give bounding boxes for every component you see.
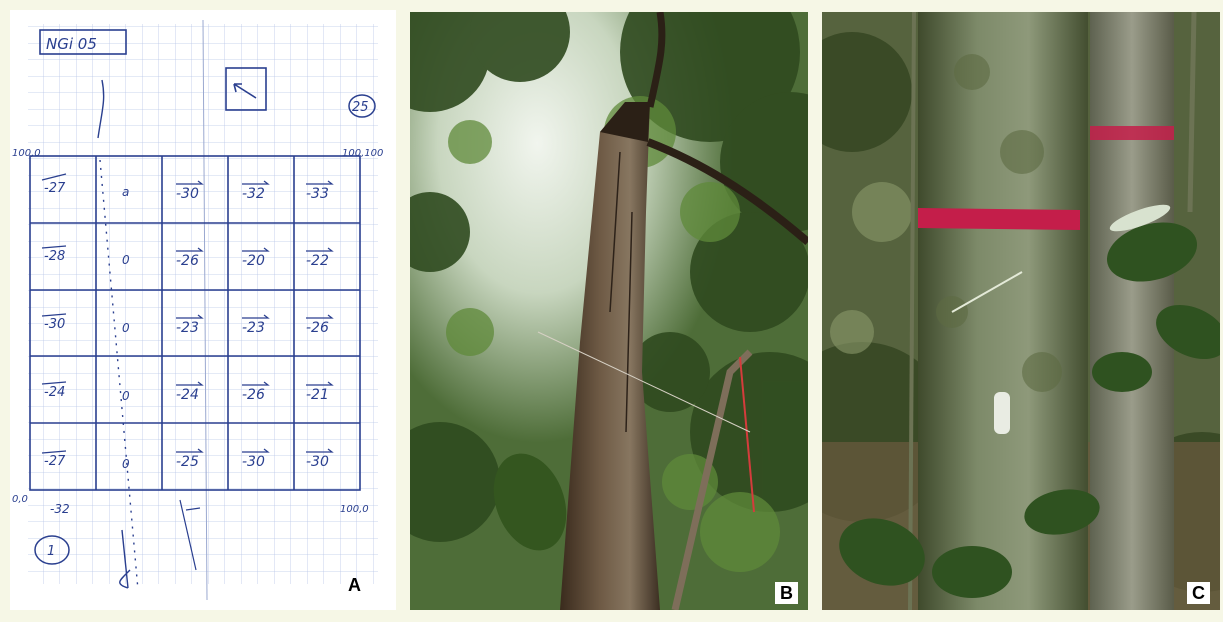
grid-cell-value: -23 (242, 320, 265, 336)
grid-cell-value: -30 (242, 454, 265, 470)
north-box (225, 67, 267, 111)
plot-grid (29, 155, 361, 491)
grid-cell-value: -24 (176, 387, 199, 403)
paint-band-back (1090, 126, 1174, 140)
corner-label-top-left: 100,0 (12, 148, 41, 159)
svg-text:0: 0 (122, 457, 130, 471)
grid-cell-value: -30 (306, 454, 329, 470)
svg-text:0: 0 (122, 253, 130, 267)
corner-label-bottom-right: 100,0 (340, 504, 369, 515)
panel-label-b: B (775, 582, 798, 604)
header-box (39, 29, 127, 55)
circled-note (34, 535, 70, 565)
grid-cell-value: -32 (242, 186, 265, 202)
sheet-header: NGi 05 (46, 35, 97, 53)
panel-a-field-sheet: NGi 05 25 100,0 100,100 0,0 100,0 (10, 10, 396, 610)
row-start-value: -27 (44, 181, 66, 196)
graph-paper-grid (28, 24, 378, 584)
grid-cell-value: -21 (306, 387, 329, 403)
plot-number-circle (348, 94, 376, 118)
grid-cell-value: -22 (306, 253, 329, 269)
grid-cell-value: -26 (306, 320, 329, 336)
row-start-value: -30 (44, 317, 65, 332)
photo-tree-trunk-upward (410, 12, 808, 610)
bottom-left-value: -32 (50, 502, 70, 516)
grid-cell-value: -33 (306, 186, 329, 202)
tree-tag (994, 392, 1010, 434)
panel-c-photo: C (822, 12, 1220, 610)
row-start-values: -27 -28 -30 -24 -27 (44, 181, 66, 469)
grid-values: -30 -32 -33 -26 -20 -22 -23 -23 -26 -24 … (176, 186, 329, 470)
corner-label-bottom-left: 0,0 (12, 494, 28, 505)
grid-cell-value: -26 (176, 253, 199, 269)
row-start-value: -24 (44, 385, 65, 400)
panel-label-c: C (1187, 582, 1210, 604)
photo-tree-trunk-paint-band (822, 12, 1220, 610)
north-arrow-icon (233, 83, 257, 99)
tree-trunk (560, 102, 660, 610)
grid-cell-value: -25 (176, 454, 199, 470)
svg-text:0: 0 (122, 389, 130, 403)
row-start-value: -28 (44, 249, 65, 264)
corner-label-top-right: 100,100 (342, 148, 383, 159)
field-sheet-drawing: NGi 05 25 100,0 100,100 0,0 100,0 (10, 10, 396, 610)
svg-text:a: a (122, 185, 129, 199)
grid-cell-value: -26 (242, 387, 265, 403)
circled-note-text: 1 (47, 544, 55, 559)
row-start-value: -27 (44, 454, 66, 469)
grid-cell-value: -20 (242, 253, 265, 269)
svg-text:0: 0 (122, 321, 130, 335)
grid-cell-value: -23 (176, 320, 199, 336)
plot-number: 25 (352, 100, 369, 115)
panel-b-photo: B (410, 12, 808, 610)
panel-label-a: A (348, 575, 361, 595)
grid-cell-value: -30 (176, 186, 199, 202)
paint-band (918, 208, 1080, 230)
